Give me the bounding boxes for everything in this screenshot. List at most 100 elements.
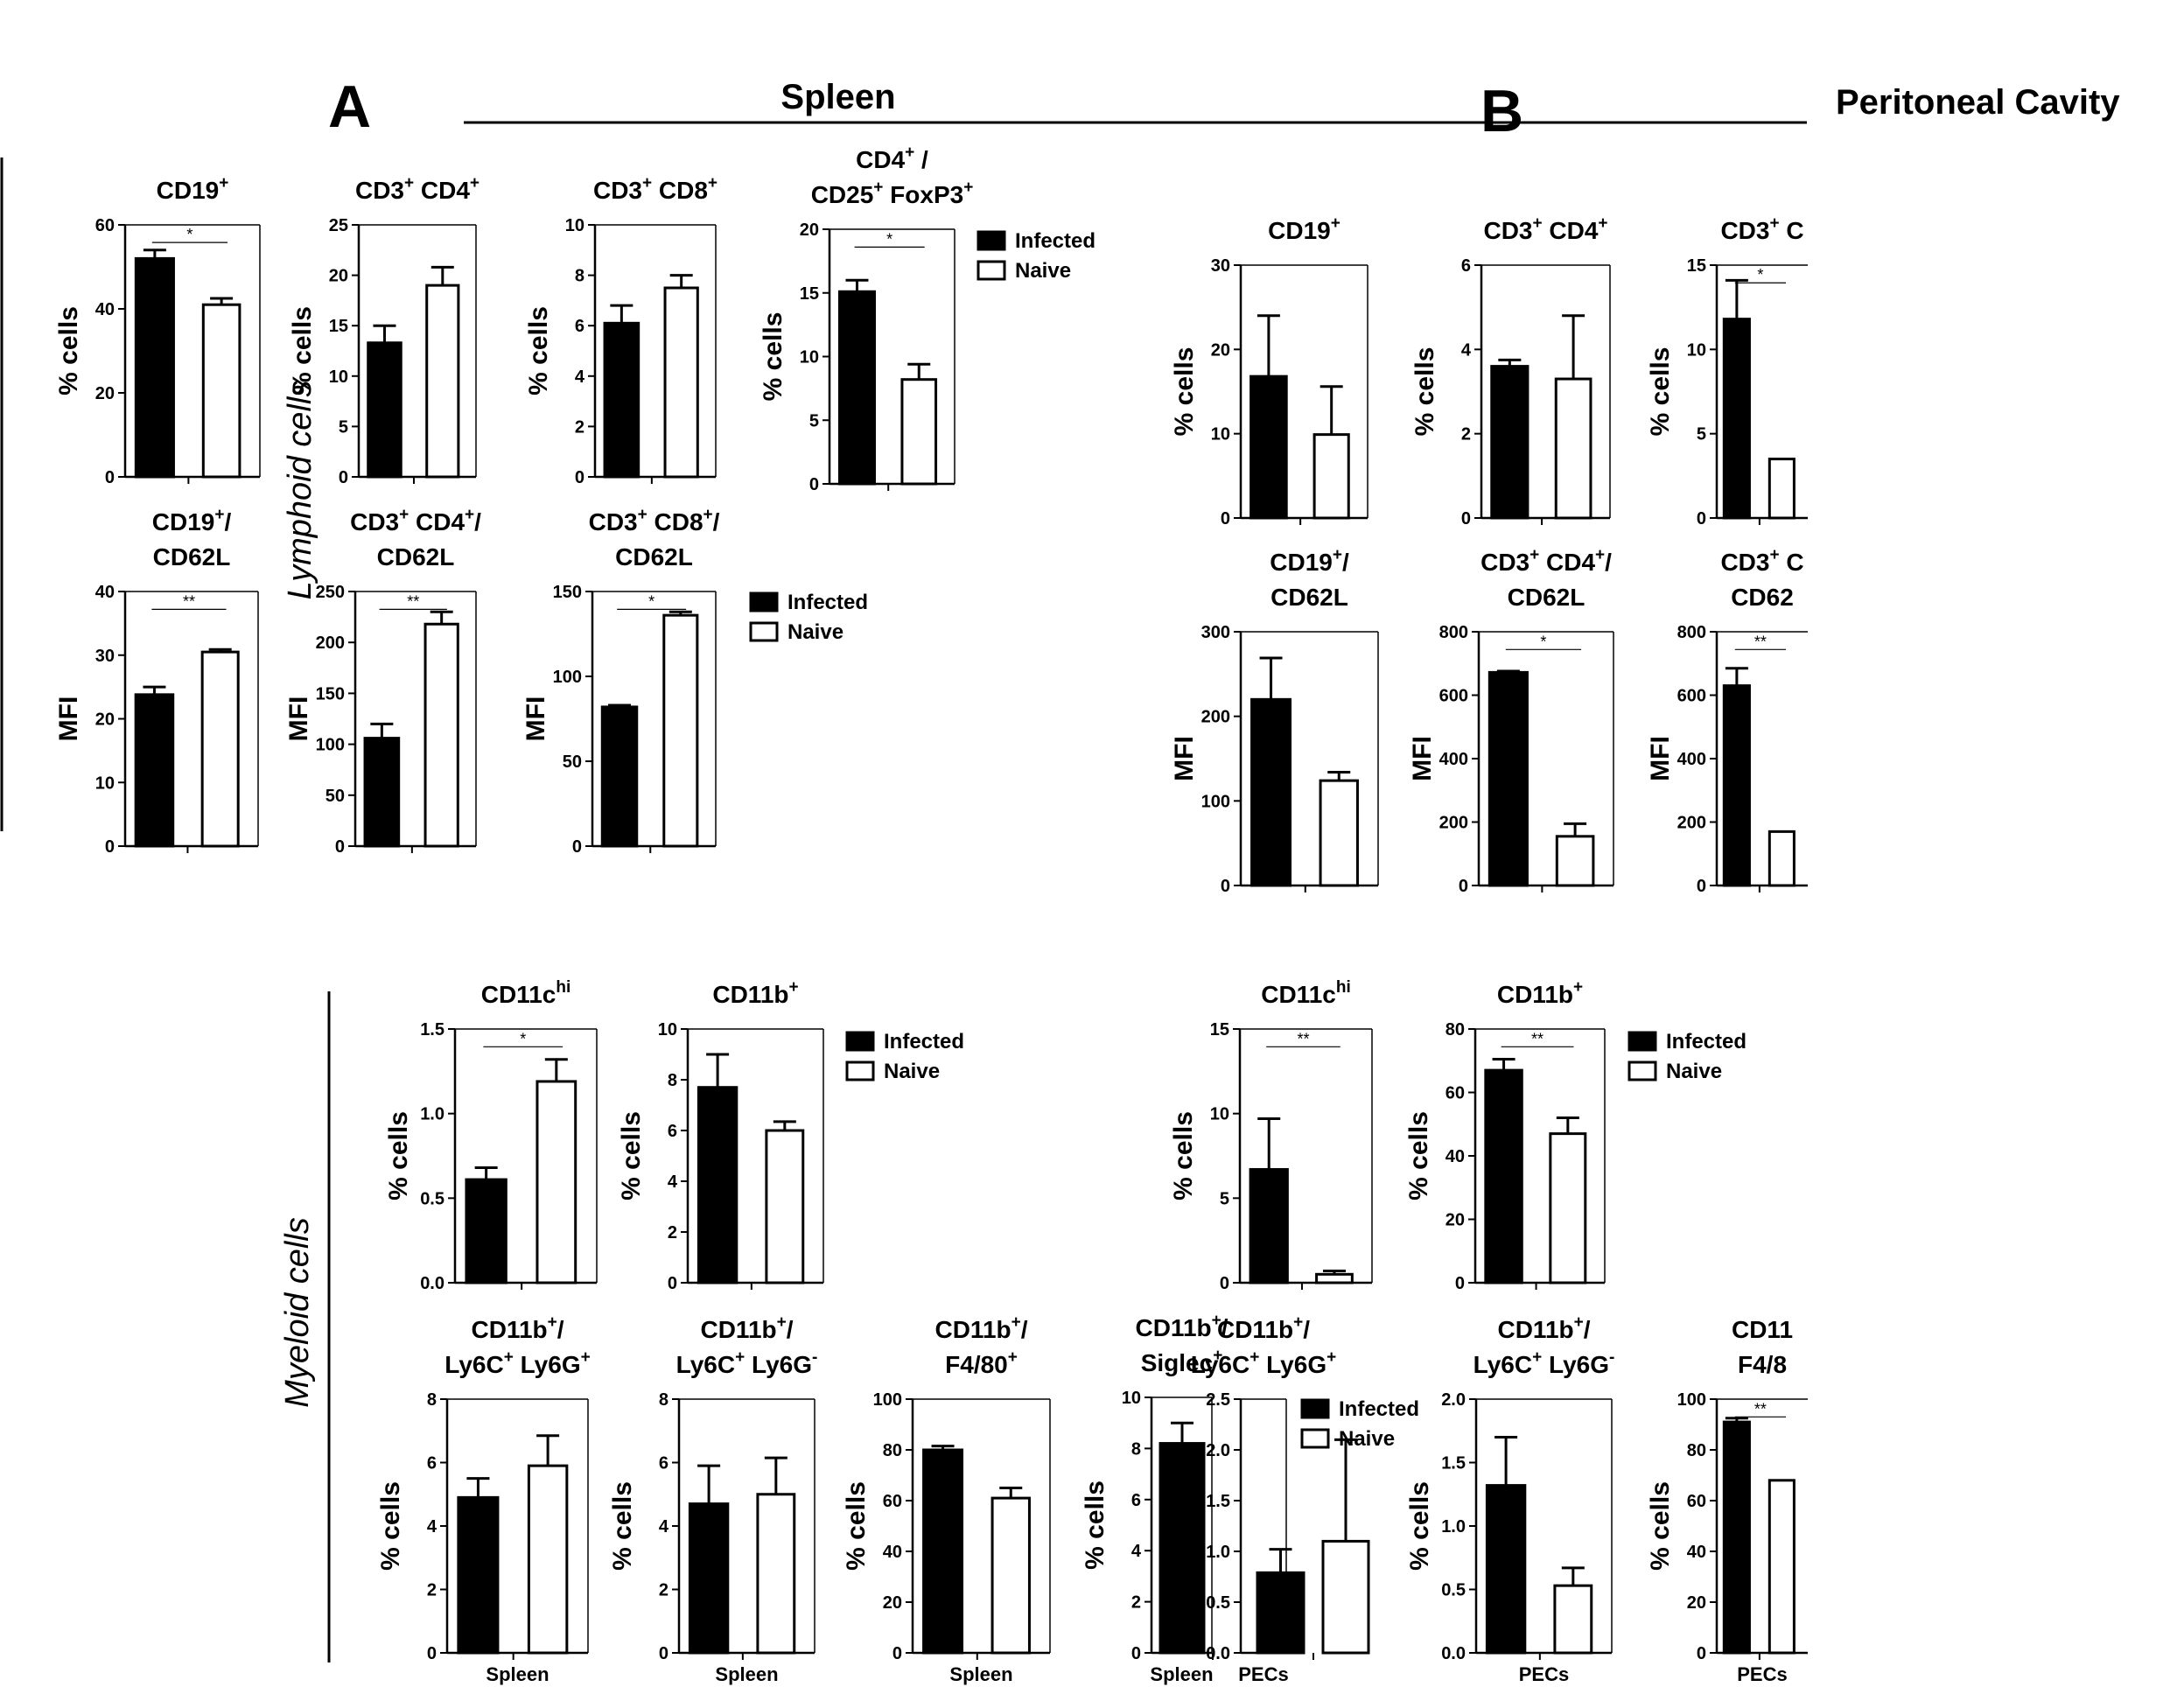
y-axis-label: % cells [759,312,788,402]
y-axis-label: % cells [608,1481,637,1571]
bar-naive [1554,377,1592,520]
y-tick-label: 0 [659,1644,668,1663]
y-tick-label: 100 [553,668,582,687]
title-superscript: + [638,506,648,524]
bar-naive [1315,1272,1354,1284]
title-superscript: + [873,178,883,197]
y-tick-label: 8 [668,1071,677,1090]
y-tick-label: 80 [883,1441,902,1460]
title-text: Ly6G [1259,1351,1326,1378]
y-tick-label: 10 [565,216,584,235]
bar-infected [1722,318,1751,520]
y-tick-label: 1.0 [1206,1543,1230,1562]
chart-title: CD11b+​/ [700,1313,793,1343]
bar-naive [1768,1479,1796,1655]
title-text: Ly6C [1191,1351,1250,1378]
title-superscript: + [1573,978,1583,997]
title-text: CD3 [593,177,642,204]
legend-label: Infected [1339,1397,1419,1421]
y-tick-label: 1.0 [1441,1517,1466,1536]
y-tick-label: 800 [1677,623,1706,642]
y-tick-label: 0 [668,1274,677,1293]
y-tick-label: 6 [1131,1491,1141,1510]
legend-group: InfectedNaiveInfectedNaiveInfectedNaiveI… [749,229,1746,1451]
chart-title: CD62L [615,543,693,570]
title-superscript: + [1008,1348,1018,1367]
title-text: CD62 [1731,584,1794,611]
y-tick-label: 250 [316,583,345,602]
title-text: CD11b [471,1316,547,1343]
chart-title: CD11b+​/ [471,1313,564,1343]
y-tick-label: 8 [575,267,584,286]
significance-marker: ** [1297,1030,1309,1047]
bar-naive [1549,1132,1587,1284]
y-tick-label: 20 [95,710,115,730]
y-axis-label: MFI [54,696,83,742]
title-superscript: + [642,174,652,192]
bar-naive [1555,835,1595,887]
title-text: F4/8 [1738,1351,1787,1378]
title-text: F4/80 [945,1351,1008,1378]
y-tick-label: 40 [1687,1543,1706,1562]
title-text: C [1780,549,1804,576]
chart-title: CD3+​ CD8+​ [593,174,718,204]
y-tick-label: 0 [572,837,582,857]
myeloid-label: Myeloid cells [279,1217,316,1408]
chart-title: CD3+​ CD4+​/ [350,506,481,536]
chart-title: CD19+​ [1268,214,1340,244]
title-text: FoxP3 [883,181,963,208]
bar-infected [1488,670,1529,887]
title-text: / [713,508,720,536]
y-tick-label: 20 [95,384,115,403]
y-tick-label: 4 [659,1517,669,1536]
title-text: CD11 [1732,1316,1793,1343]
title-superscript: + [1250,1348,1259,1367]
chart-title: CD3+​ C [1720,546,1803,576]
chart-title: CD3+​ CD4+​ [1483,214,1607,244]
y-tick-label: 10 [1211,425,1230,444]
title-text: / [1584,1316,1591,1343]
title-text: CD8 [652,177,708,204]
y-tick-label: 0 [1221,877,1230,896]
y-axis-label: MFI [284,696,313,742]
y-axis-label: % cells [524,306,553,396]
y-tick-label: 20 [1687,1593,1706,1613]
bar-infected [1484,1068,1523,1284]
y-tick-label: 4 [1131,1542,1142,1561]
bar-infected [922,1448,964,1655]
y-tick-label: 20 [329,267,348,286]
chart-title: CD11chi​ [481,978,571,1008]
y-tick-label: 6 [668,1122,677,1141]
title-text: / [1342,549,1349,576]
y-tick-label: 150 [553,583,582,602]
y-tick-label: 2.0 [1206,1441,1230,1460]
title-text: Ly6C [676,1351,735,1378]
y-tick-label: 50 [326,787,345,806]
chart-title: CD62L [153,543,231,570]
title-text: CD3 [1480,549,1530,576]
significance-marker: * [1757,266,1763,284]
bar-infected [1249,1167,1289,1284]
y-tick-label: 1.0 [420,1105,444,1124]
y-tick-label: 10 [1210,1105,1229,1124]
title-superscript: + [735,1348,745,1367]
chart-title: CD19+​/ [1270,546,1349,576]
y-tick-label: 0.0 [420,1274,444,1293]
y-tick-label: 15 [329,317,348,336]
chart-title: CD11chi​ [1261,978,1351,1008]
y-axis-label: % cells [842,1481,871,1571]
legend-swatch [1300,1398,1330,1419]
y-axis-label: % cells [1646,347,1675,437]
y-tick-label: 60 [883,1492,902,1511]
chart-title: CD11b+​ [712,978,798,1008]
y-tick-label: 0 [575,468,584,487]
y-tick-label: 200 [1439,814,1468,833]
title-superscript: + [963,178,973,197]
bar-naive [990,1496,1031,1655]
y-tick-label: 15 [1210,1020,1229,1040]
